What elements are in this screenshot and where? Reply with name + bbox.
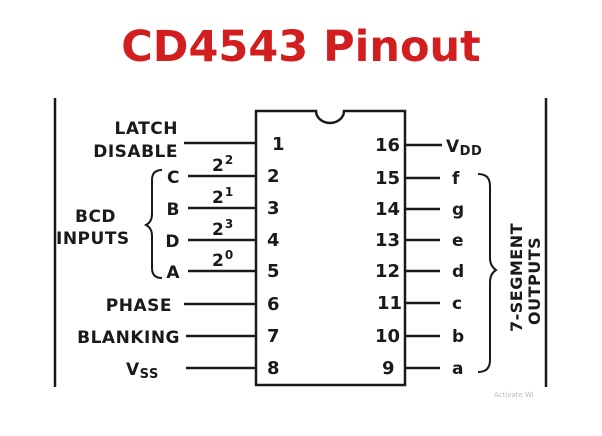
pin-number-13: 13	[375, 230, 400, 251]
activation-watermark: Activate Wi	[494, 391, 534, 399]
segment-outputs-brace	[477, 173, 498, 373]
pin-label-16: VDD	[446, 137, 482, 159]
pin-number-3: 3	[267, 198, 280, 219]
pin-number-7: 7	[267, 326, 280, 347]
pin-label-11: c	[452, 294, 463, 314]
pin-number-2: 2	[267, 166, 280, 187]
weight-pin-3: 21	[212, 185, 233, 208]
pin-label-4: D	[165, 232, 180, 252]
bcd-label-line2: INPUTS	[56, 229, 130, 249]
pin-label-13: e	[452, 231, 464, 251]
pin-label-10: b	[452, 327, 465, 347]
bcd-inputs-brace	[143, 169, 163, 279]
pin-label-14: g	[452, 200, 465, 220]
pin-number-9: 9	[382, 358, 395, 379]
weight-pin-2: 22	[212, 153, 233, 176]
pin-number-14: 14	[375, 199, 400, 220]
pin-number-4: 4	[267, 230, 280, 251]
weight-pin-4: 23	[212, 217, 233, 240]
page-title: CD4543 Pinout	[121, 22, 481, 72]
pin-number-12: 12	[375, 261, 400, 282]
pin-number-10: 10	[375, 326, 400, 347]
pin-number-5: 5	[267, 261, 280, 282]
pin-label-5: A	[166, 263, 180, 283]
bcd-label-line1: BCD	[75, 207, 116, 227]
weight-pin-5: 20	[212, 248, 233, 271]
pin-number-1: 1	[272, 134, 285, 155]
pin-label-3: B	[167, 200, 180, 220]
segment-label-line1: 7-SEGMENT	[507, 223, 526, 332]
pin-number-11: 11	[377, 293, 402, 314]
pin-label-12: d	[452, 262, 465, 282]
pin-label-1-line1: LATCH	[115, 119, 178, 139]
pin-number-15: 15	[375, 168, 400, 189]
pin-label-2: C	[167, 168, 180, 188]
pin-label-1-line2: DISABLE	[93, 142, 178, 162]
pin-number-8: 8	[267, 358, 280, 379]
left-pin-leads	[184, 141, 256, 370]
pin-label-15: f	[452, 169, 460, 189]
pin-label-8: VSS	[126, 360, 159, 382]
right-pin-leads	[405, 143, 442, 370]
pin-label-9: a	[452, 359, 464, 379]
pin-label-7: BLANKING	[77, 328, 180, 348]
ic-body	[254, 109, 407, 387]
pin-number-16: 16	[375, 135, 400, 156]
segment-label-line2: OUTPUTS	[525, 237, 544, 325]
pin-number-6: 6	[267, 294, 280, 315]
pin-label-6: PHASE	[106, 296, 172, 316]
bcd-weights: 22 21 23 20	[212, 153, 233, 271]
